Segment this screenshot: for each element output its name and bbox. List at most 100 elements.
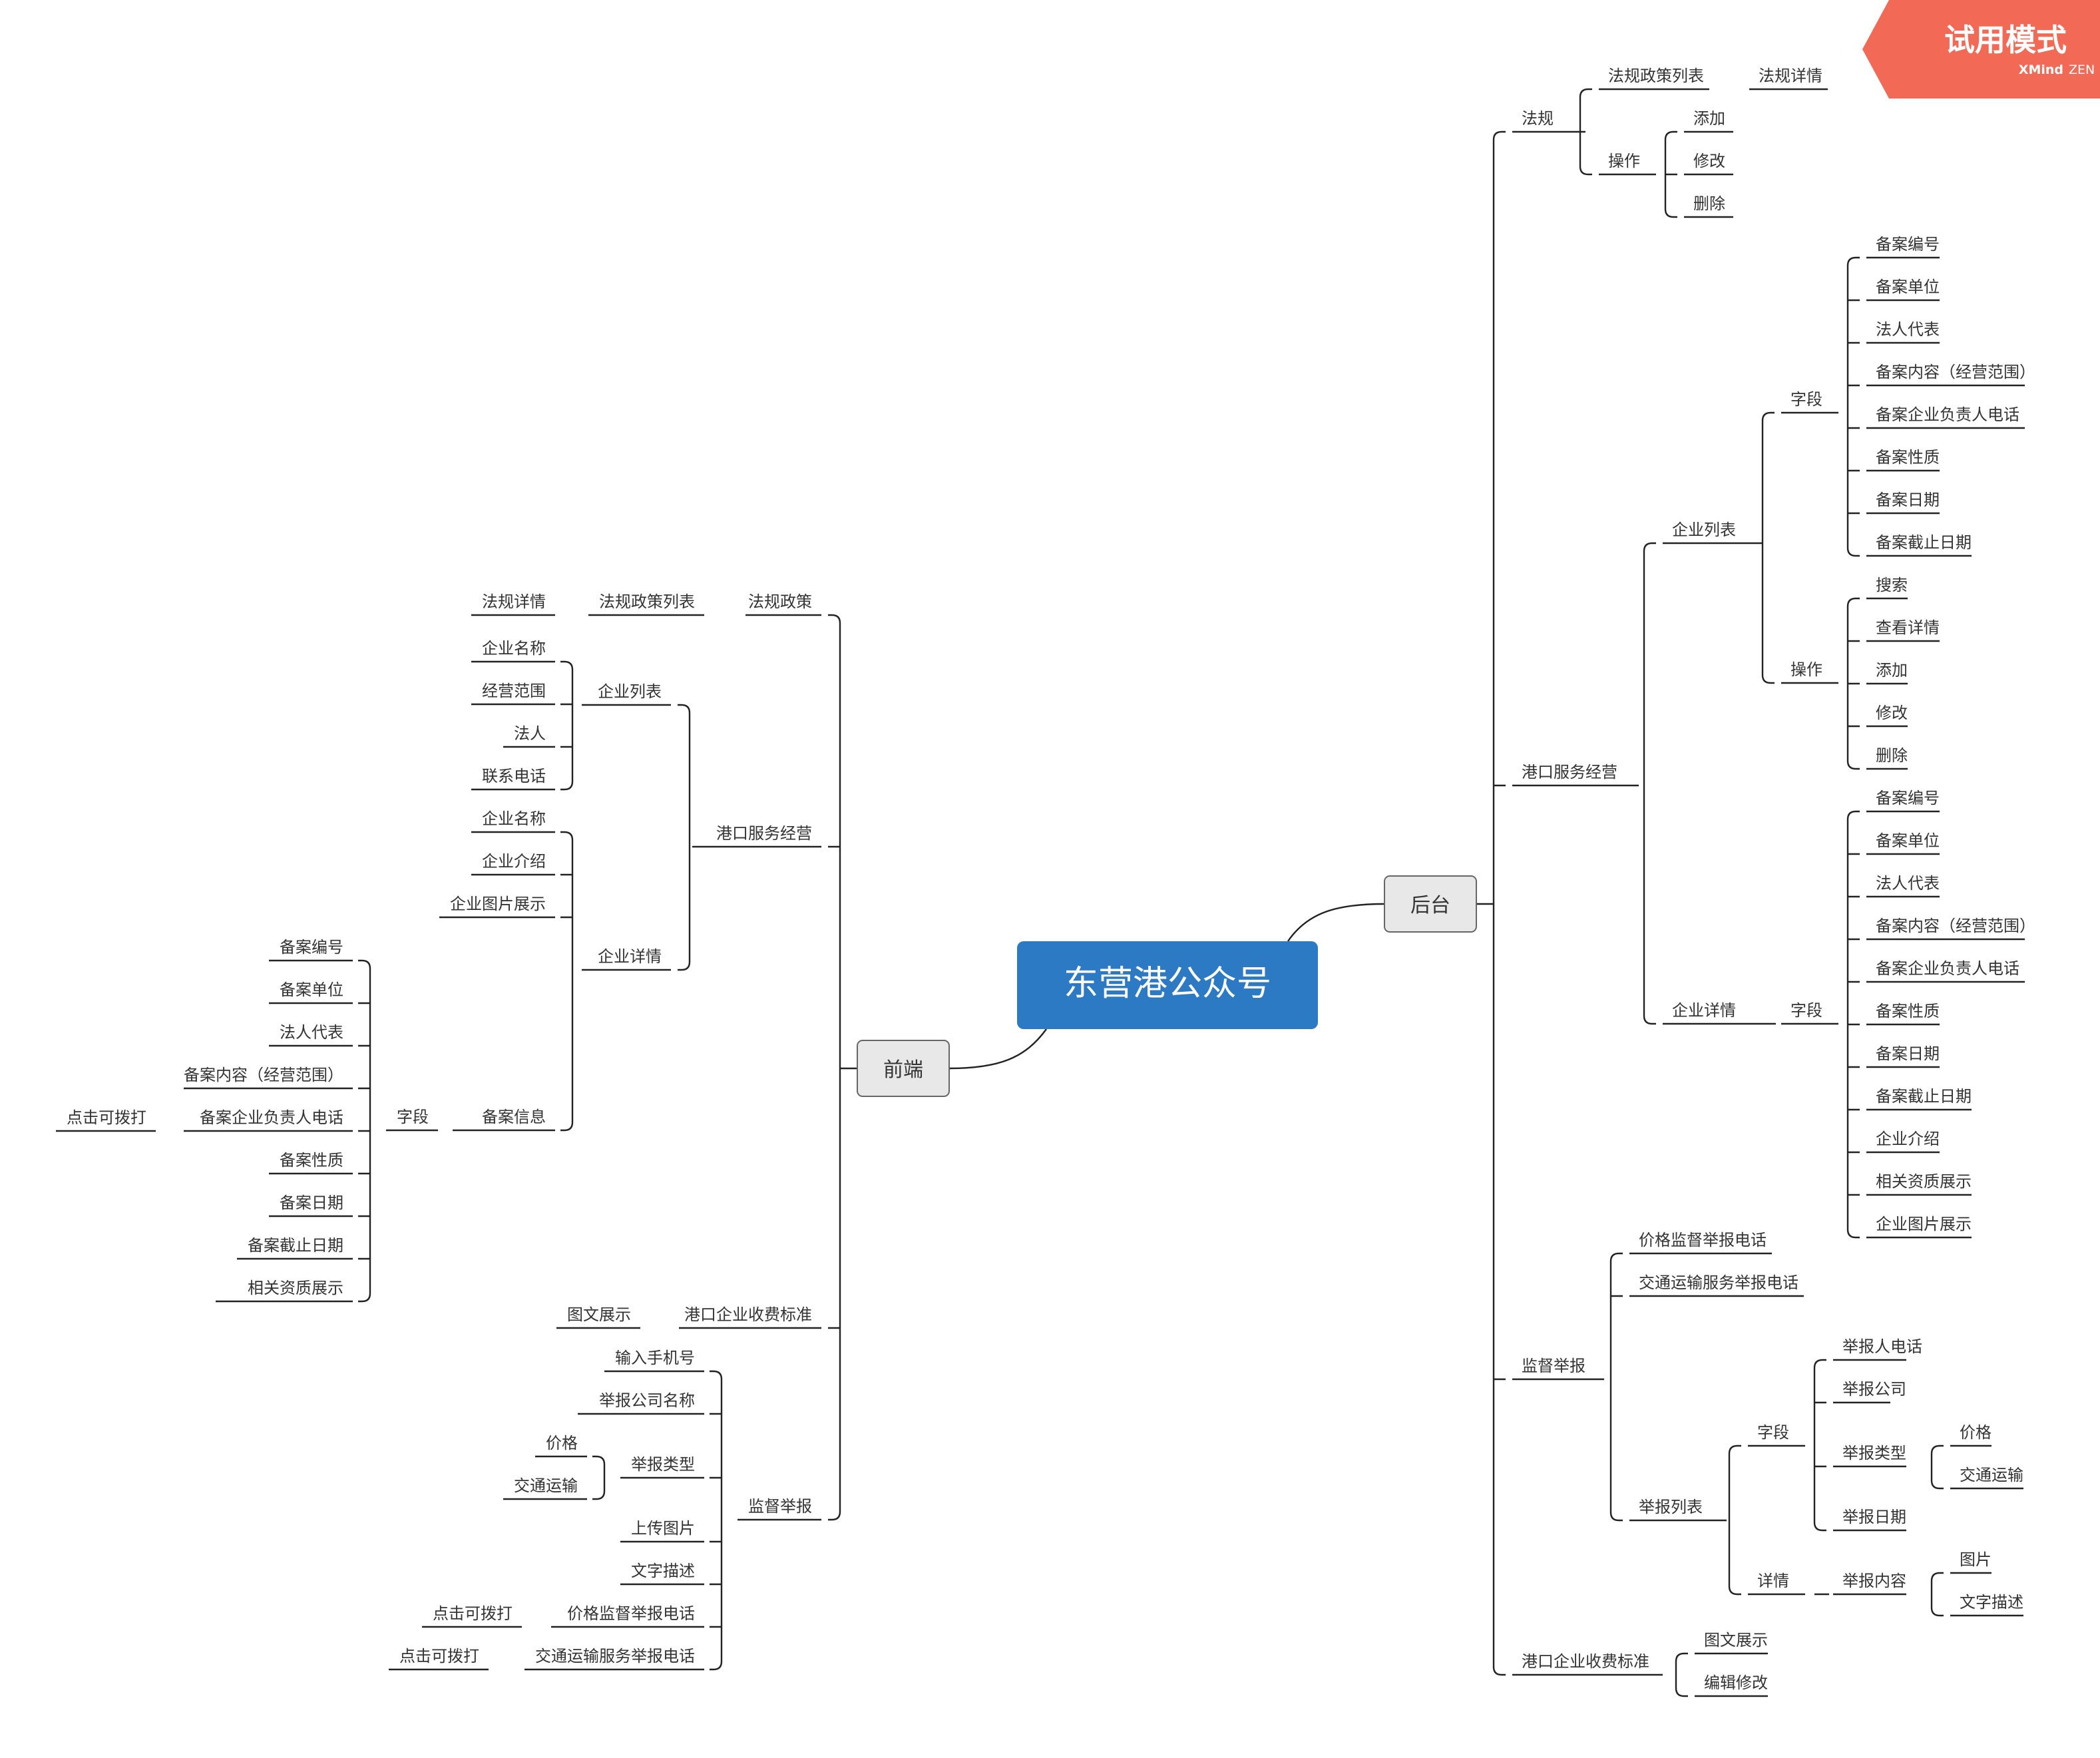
back-report-type-item[interactable]: 价格 — [1960, 1423, 1992, 1442]
front-policy-detail[interactable]: 法规详情 — [482, 592, 546, 611]
front-report-item[interactable]: 文字描述 — [631, 1562, 695, 1580]
front-record-item[interactable]: 备案日期 — [280, 1194, 343, 1212]
back-port-list-field-item[interactable]: 备案日期 — [1876, 491, 1940, 509]
front-record-item[interactable]: 相关资质展示 — [248, 1279, 343, 1297]
back-report-price-tel[interactable]: 价格监督举报电话 — [1639, 1231, 1767, 1249]
back-port-list-field-item[interactable]: 备案性质 — [1876, 448, 1940, 467]
back-port-list-op[interactable]: 修改 — [1876, 704, 1908, 722]
back-port-list-op[interactable]: 添加 — [1876, 661, 1908, 680]
back-law-list[interactable]: 法规政策列表 — [1608, 67, 1704, 85]
back-report-detail[interactable]: 详情 — [1757, 1572, 1789, 1590]
back-law-detail[interactable]: 法规详情 — [1759, 67, 1822, 85]
front-policy[interactable]: 法规政策 — [748, 592, 812, 611]
front-fee[interactable]: 港口企业收费标准 — [684, 1305, 812, 1324]
back-fee-item[interactable]: 编辑修改 — [1704, 1673, 1768, 1692]
back-report-list[interactable]: 举报列表 — [1639, 1498, 1703, 1516]
front-report-item[interactable]: 上传图片 — [631, 1519, 695, 1538]
back-port-list-op[interactable]: 删除 — [1876, 746, 1908, 765]
front-record-field[interactable]: 字段 — [397, 1108, 429, 1126]
front-port-list-item[interactable]: 联系电话 — [482, 767, 546, 785]
front-port-detail-item[interactable]: 企业介绍 — [482, 852, 546, 871]
front-record-item[interactable]: 备案内容（经营范围） — [184, 1066, 343, 1084]
back-report-field-item[interactable]: 举报日期 — [1842, 1508, 1906, 1526]
back-port-list-ops[interactable]: 操作 — [1790, 660, 1822, 679]
front-report-item[interactable]: 价格监督举报电话 — [567, 1604, 695, 1623]
front-port-detail-item[interactable]: 企业图片展示 — [450, 895, 546, 913]
back-port-detail-field-item[interactable]: 备案内容（经营范围） — [1876, 917, 2035, 935]
front-report-item[interactable]: 举报类型 — [631, 1455, 695, 1474]
bracket-branch — [1846, 547, 1860, 557]
front-record-call[interactable]: 点击可拨打 — [67, 1108, 146, 1127]
back-report-type-item[interactable]: 交通运输 — [1960, 1466, 2023, 1484]
front-record-item[interactable]: 备案企业负责人电话 — [200, 1108, 343, 1127]
front-record-item[interactable]: 备案单位 — [280, 981, 343, 999]
back-law-op[interactable]: 添加 — [1693, 109, 1725, 128]
front-report-item[interactable]: 举报公司名称 — [599, 1391, 695, 1410]
back-report-field-item[interactable]: 举报公司 — [1842, 1380, 1906, 1399]
back-topic[interactable] — [1384, 875, 1477, 933]
front-port-list[interactable]: 企业列表 — [598, 682, 662, 701]
front-report-item[interactable]: 输入手机号 — [615, 1349, 695, 1367]
front-policy-list[interactable]: 法规政策列表 — [599, 592, 695, 611]
front-record-item[interactable]: 备案截止日期 — [248, 1236, 343, 1255]
front-record-item[interactable]: 备案编号 — [280, 938, 343, 957]
front-record-item[interactable]: 法人代表 — [280, 1023, 343, 1042]
back-port-detail-field-item[interactable]: 备案单位 — [1876, 831, 1940, 850]
back-fee-item[interactable]: 图文展示 — [1704, 1631, 1768, 1649]
front-report-call[interactable]: 点击可拨打 — [399, 1647, 479, 1665]
back-port-detail-field-item[interactable]: 备案日期 — [1876, 1044, 1940, 1063]
back-port-detail-field-item[interactable]: 相关资质展示 — [1876, 1172, 1972, 1191]
front-report-call[interactable]: 点击可拨打 — [433, 1604, 513, 1623]
front-report-item[interactable]: 交通运输服务举报电话 — [535, 1647, 695, 1665]
back-port[interactable]: 港口服务经营 — [1522, 763, 1617, 781]
back-port-list-field-item[interactable]: 法人代表 — [1876, 320, 1940, 339]
back-report-field[interactable]: 字段 — [1757, 1423, 1789, 1442]
root-topic[interactable] — [1017, 941, 1318, 1029]
back-port-list-field-item[interactable]: 备案单位 — [1876, 278, 1940, 296]
front-port-detail-item[interactable]: 企业名称 — [482, 809, 546, 828]
back-port-list[interactable]: 企业列表 — [1672, 521, 1736, 539]
back-port-list-op[interactable]: 查看详情 — [1876, 618, 1940, 637]
back-port-list-field-item[interactable]: 备案内容（经营范围） — [1876, 363, 2035, 381]
front-port-detail[interactable]: 企业详情 — [598, 947, 662, 966]
back-port-detail-field-item[interactable]: 企业图片展示 — [1876, 1215, 1972, 1233]
back-port-list-field-item[interactable]: 备案截止日期 — [1876, 533, 1972, 552]
back-fee[interactable]: 港口企业收费标准 — [1522, 1652, 1649, 1671]
front-fee-child[interactable]: 图文展示 — [567, 1305, 631, 1324]
front-record-item[interactable]: 备案性质 — [280, 1151, 343, 1170]
back-port-list-field-item[interactable]: 备案编号 — [1876, 235, 1940, 254]
back-port-detail-field-item[interactable]: 法人代表 — [1876, 874, 1940, 893]
back-report-content-item[interactable]: 文字描述 — [1960, 1593, 2023, 1612]
back-port-detail-field-item[interactable]: 企业介绍 — [1876, 1130, 1940, 1148]
back-report-field-item[interactable]: 举报类型 — [1842, 1444, 1906, 1462]
back-report-field-item[interactable]: 举报人电话 — [1842, 1337, 1922, 1356]
back-port-detail-field-item[interactable]: 备案企业负责人电话 — [1876, 959, 2019, 978]
back-report-content-item[interactable]: 图片 — [1960, 1550, 1992, 1569]
back-port-list-op[interactable]: 搜索 — [1876, 576, 1908, 594]
back-law-op[interactable]: 修改 — [1693, 152, 1725, 170]
front-port-list-item[interactable]: 法人 — [514, 724, 546, 743]
back-port-detail-field-item[interactable]: 备案性质 — [1876, 1002, 1940, 1020]
front-report-type-item[interactable]: 价格 — [546, 1434, 578, 1452]
back-law[interactable]: 法规 — [1522, 109, 1554, 128]
back-report[interactable]: 监督举报 — [1522, 1357, 1585, 1375]
front-port-list-item[interactable]: 经营范围 — [482, 682, 546, 700]
front-port[interactable]: 港口服务经营 — [716, 824, 812, 843]
back-law-op[interactable]: 删除 — [1693, 194, 1725, 213]
front-port-list-item[interactable]: 企业名称 — [482, 639, 546, 658]
back-port-detail[interactable]: 企业详情 — [1672, 1001, 1736, 1020]
watermark-edition: ZEN — [2069, 63, 2095, 77]
back-port-detail-field-item[interactable]: 备案编号 — [1876, 789, 1940, 807]
back-port-detail-field-item[interactable]: 备案截止日期 — [1876, 1087, 1972, 1106]
front-topic[interactable] — [857, 1040, 950, 1097]
bracket-branch — [678, 704, 691, 714]
back-port-detail-field[interactable]: 字段 — [1790, 1001, 1822, 1020]
back-report-content[interactable]: 举报内容 — [1842, 1572, 1906, 1590]
back-law-ops[interactable]: 操作 — [1608, 152, 1640, 170]
back-port-list-field-item[interactable]: 备案企业负责人电话 — [1876, 405, 2019, 424]
back-port-list-field[interactable]: 字段 — [1790, 390, 1822, 409]
front-record[interactable]: 备案信息 — [482, 1108, 546, 1126]
front-report-type-item[interactable]: 交通运输 — [514, 1476, 578, 1495]
back-report-traffic-tel[interactable]: 交通运输服务举报电话 — [1639, 1273, 1798, 1292]
front-report[interactable]: 监督举报 — [748, 1497, 812, 1516]
